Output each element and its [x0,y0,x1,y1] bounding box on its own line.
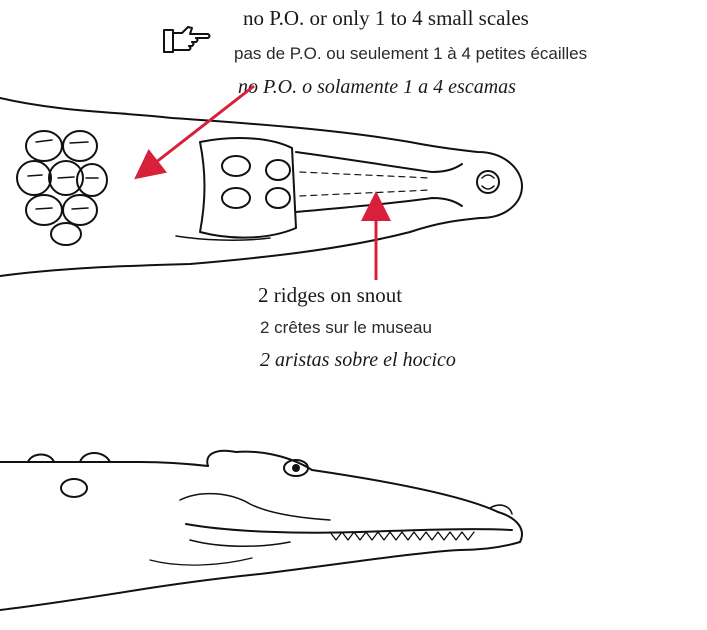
snout-ridge-upper [296,152,462,172]
dorsal-head-view [0,98,522,276]
jaw-line [186,524,512,533]
nuchal-scales [17,131,107,245]
arrow-to-nuchal-area [146,86,254,170]
lateral-back-line [0,462,208,466]
lateral-head-view [0,451,522,610]
snout-ridge-lower [296,198,462,212]
